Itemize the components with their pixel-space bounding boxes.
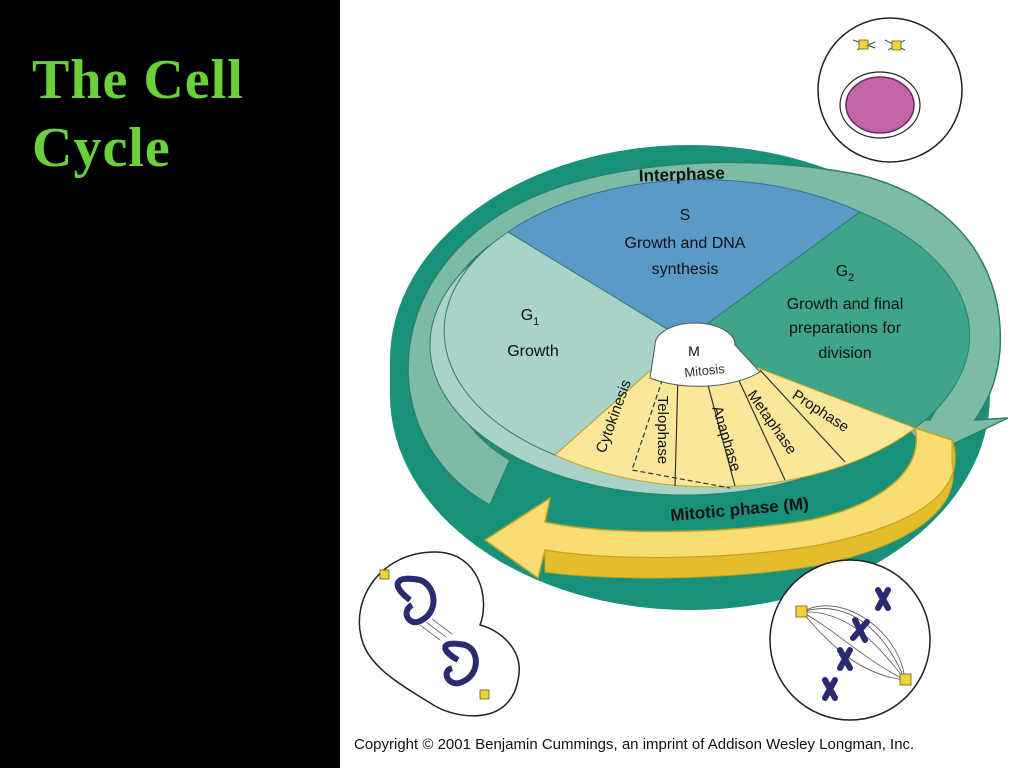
subphase-dividers bbox=[631, 369, 846, 489]
cell-cycle-diagram: Interphase S Growth and DNA synthesis G1… bbox=[358, 17, 1009, 721]
s-phase-line2: synthesis bbox=[652, 261, 719, 278]
g2-sector bbox=[683, 211, 971, 429]
g1-letter: G bbox=[521, 307, 533, 324]
subphase-telophase: Telophase bbox=[654, 396, 671, 464]
g1-phase-line1: Growth bbox=[507, 343, 559, 360]
m-hub bbox=[649, 322, 761, 387]
g2-phase-name: G2 bbox=[836, 263, 855, 284]
g2-phase-line3: division bbox=[818, 345, 871, 362]
cell-cycle-figure: Interphase S Growth and DNA synthesis G1… bbox=[340, 0, 1024, 768]
cytokinesis-cell-illustration bbox=[358, 551, 520, 717]
g2-letter: G bbox=[836, 263, 848, 280]
title-panel: The Cell Cycle bbox=[0, 0, 340, 768]
mitotic-sector bbox=[554, 339, 917, 488]
mitosis-label: Mitosis bbox=[684, 361, 726, 380]
g1-subscript: 1 bbox=[533, 316, 539, 328]
g1-sector bbox=[443, 231, 686, 456]
s-phase-name: S bbox=[680, 207, 691, 224]
s-phase-line1: Growth and DNA bbox=[625, 235, 746, 252]
g2-subscript: 2 bbox=[848, 272, 854, 284]
g2-phase-line1: Growth and final bbox=[787, 296, 904, 313]
g1-phase-name: G1 bbox=[521, 307, 540, 328]
m-label: M bbox=[688, 343, 700, 359]
slide-title: The Cell Cycle bbox=[32, 46, 244, 182]
g2-phase-line2: preparations for bbox=[789, 320, 902, 337]
interphase-cell-illustration bbox=[817, 17, 963, 163]
interphase-label: Interphase bbox=[639, 164, 726, 186]
mitotic-arrow-edge bbox=[544, 439, 956, 579]
copyright-notice: Copyright © 2001 Benjamin Cummings, an i… bbox=[354, 736, 915, 753]
metaphase-cell-illustration bbox=[769, 559, 931, 721]
s-sector bbox=[507, 179, 861, 341]
title-line-2: Cycle bbox=[32, 117, 171, 179]
title-line-1: The Cell bbox=[32, 49, 244, 111]
